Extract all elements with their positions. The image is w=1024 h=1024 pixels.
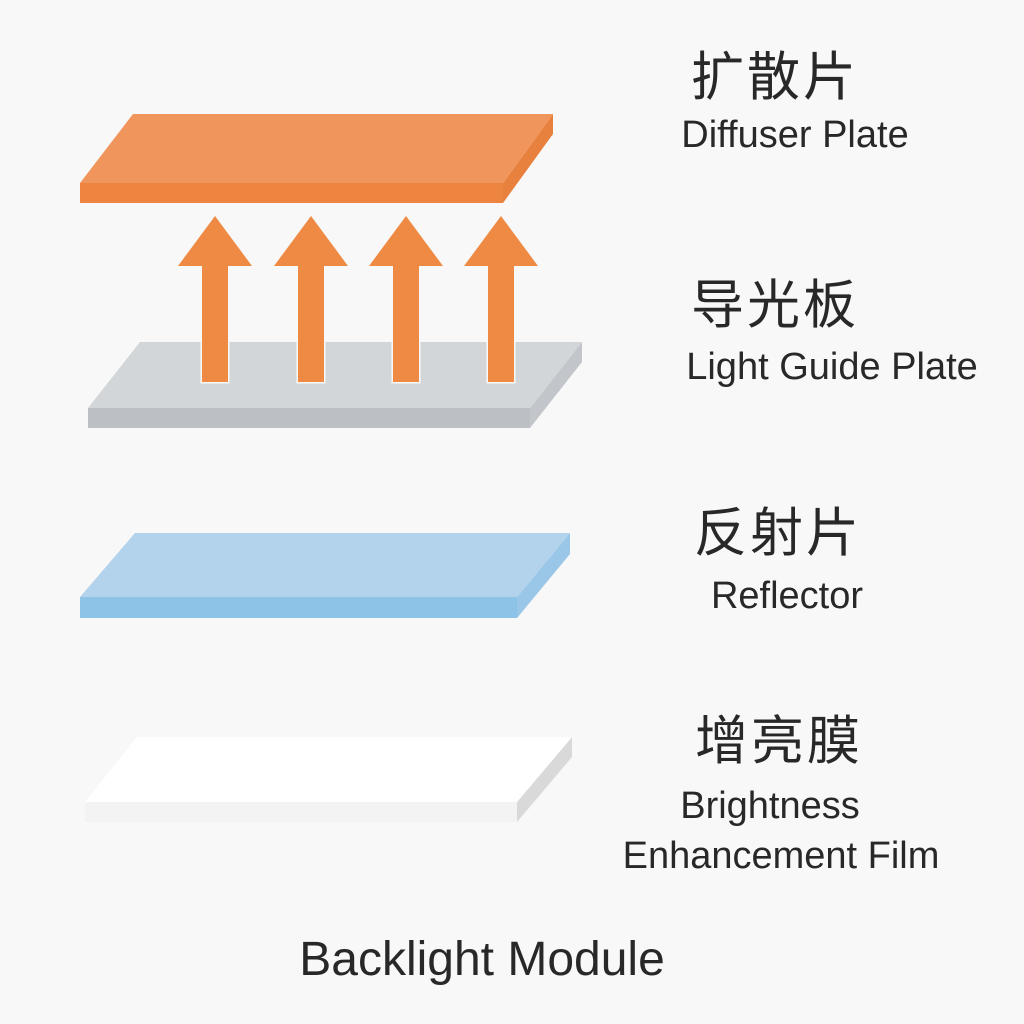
diffuser-plate-slab [80,114,553,203]
light-guide-plate-label-en: Light Guide Plate [686,346,978,388]
brightness-enhancement-film-top-face [85,737,572,802]
light-guide-plate-front-face [88,408,530,428]
light-guide-plate-side-face [530,342,582,428]
up-arrow-icon [461,213,541,384]
brightness-enhancement-film-slab [85,737,572,822]
up-arrow-icon [175,213,255,384]
diffuser-plate-label-en: Diffuser Plate [681,114,909,156]
brightness-enhancement-film-label-zh: 增亮膜 [695,712,863,771]
light-guide-plate-slab [88,342,582,428]
light-arrows [175,213,541,384]
diffuser-plate-front-face [80,183,503,203]
reflector-front-face [80,597,517,618]
up-arrow-icon [366,213,446,384]
brightness-enhancement-film-label-en-line2: Enhancement Film [622,835,940,877]
diffuser-plate-side-face [503,114,553,203]
brightness-enhancement-film-side-face [517,737,572,822]
diffuser-plate-label-zh: 扩散片 [691,48,859,107]
brightness-enhancement-film-front-face [85,802,517,822]
reflector-side-face [517,533,570,618]
light-guide-plate-label-zh: 导光板 [691,276,859,335]
up-arrow-icon [271,213,351,384]
reflector-slab [80,533,570,618]
diagram-title: Backlight Module [299,933,665,986]
reflector-label-en: Reflector [710,575,864,617]
diffuser-plate-top-face [80,114,553,183]
reflector-label-zh: 反射片 [694,504,862,563]
reflector-top-face [80,533,570,597]
brightness-enhancement-film-label-en-line1: Brightness [680,785,860,827]
